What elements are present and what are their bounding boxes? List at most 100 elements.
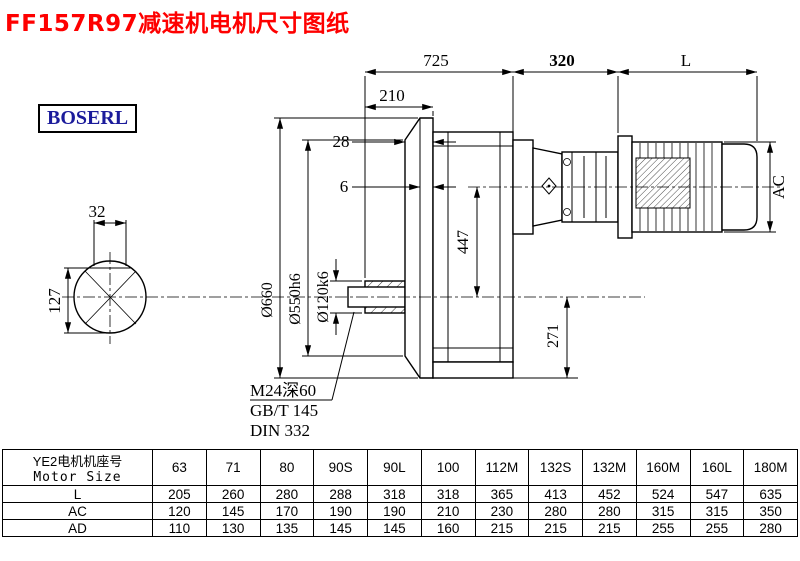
cell-AC-3: 190: [313, 502, 368, 520]
cell-AD-3: 145: [313, 519, 368, 537]
header-label-cn: YE2电机机座号: [32, 453, 123, 469]
dim-210-label: 210: [379, 86, 405, 105]
cell-AC-5: 210: [420, 502, 476, 520]
size-112M: 112M: [474, 449, 530, 486]
note-thread: M24深60: [250, 381, 316, 400]
dim-L: L: [618, 51, 757, 76]
cell-AC-4: 190: [367, 502, 422, 520]
size-132S: 132S: [528, 449, 583, 486]
cell-AD-10: 255: [689, 519, 745, 537]
cell-AD-11: 280: [743, 519, 798, 537]
cell-AC-11: 350: [743, 502, 798, 520]
brand-diamond-icon: [541, 177, 557, 195]
size-100: 100: [420, 449, 476, 486]
dim-dia120-label: Ø120k6: [315, 271, 332, 323]
cell-AC-8: 280: [582, 502, 637, 520]
size-160M: 160M: [635, 449, 691, 486]
size-71: 71: [205, 449, 261, 486]
boserl-logo: BOSERL: [38, 104, 138, 133]
cell-AC-2: 170: [259, 502, 315, 520]
dim-32: 32: [89, 202, 126, 227]
dim-dia550: Ø550h6: [287, 139, 403, 357]
cell-AC-10: 315: [689, 502, 745, 520]
cell-L-9: 524: [635, 485, 691, 503]
cell-AD-8: 215: [582, 519, 637, 537]
cell-L-5: 318: [420, 485, 476, 503]
dim-L-label: L: [681, 51, 691, 70]
cell-AC-0: 120: [152, 502, 207, 520]
cell-AC-6: 230: [474, 502, 530, 520]
cell-L-0: 205: [152, 485, 207, 503]
cell-AD-9: 255: [635, 519, 691, 537]
dim-6-label: 6: [340, 177, 349, 196]
dim-dia550-label: Ø550h6: [287, 273, 304, 325]
row-label-L: L: [2, 485, 153, 503]
table-size-row: YE2电机机座号 Motor Size 63 71 80 90S 90L 100…: [2, 449, 798, 486]
cell-AD-7: 215: [528, 519, 583, 537]
dim-32-label: 32: [89, 202, 106, 221]
header-label-en: Motor Size: [33, 469, 122, 485]
size-180M: 180M: [743, 449, 798, 486]
dim-320-label: 320: [549, 51, 575, 70]
size-132M: 132M: [582, 449, 637, 486]
motor-size-header-cell: YE2电机机座号 Motor Size: [2, 449, 153, 486]
cell-AC-9: 315: [635, 502, 691, 520]
dim-dia660: Ø660: [259, 117, 418, 379]
dim-447-label: 447: [455, 230, 472, 254]
dim-725-label: 725: [423, 51, 449, 70]
dim-320: 320: [513, 51, 618, 76]
centerlines: [62, 186, 782, 344]
dim-28-label: 28: [333, 132, 350, 151]
cell-L-4: 318: [367, 485, 422, 503]
dim-210: 210: [365, 86, 433, 111]
dim-AC-label: AC: [769, 175, 788, 199]
dim-AC: AC: [724, 141, 788, 233]
dim-271: 271: [513, 297, 578, 379]
cell-AD-6: 215: [474, 519, 530, 537]
dim-447: 447: [455, 187, 481, 297]
size-63: 63: [152, 449, 207, 486]
cell-L-10: 547: [689, 485, 745, 503]
dim-dia660-label: Ø660: [259, 282, 276, 318]
dim-28: 28: [333, 132, 456, 151]
flange-outline: [404, 117, 434, 379]
cell-AD-5: 160: [420, 519, 476, 537]
thread-spec-note: M24深60 GB/T 145 DIN 332: [250, 311, 355, 440]
cell-L-3: 288: [313, 485, 368, 503]
cell-L-11: 635: [743, 485, 798, 503]
cell-L-2: 280: [259, 485, 315, 503]
cell-AD-1: 130: [205, 519, 261, 537]
cell-L-7: 413: [528, 485, 583, 503]
dim-6: 6: [340, 177, 456, 196]
cell-AD-4: 145: [367, 519, 422, 537]
table-row-AC: AC 120 145 170 190 190 210 230 280 280 3…: [2, 502, 798, 520]
technical-drawing: 725 320 L 210 28 6 32 127 447 27: [45, 51, 788, 440]
size-90S: 90S: [313, 449, 368, 486]
cell-AC-1: 145: [205, 502, 261, 520]
table-row-L: L 205 260 280 288 318 318 365 413 452 52…: [2, 485, 798, 503]
cell-AD-0: 110: [152, 519, 207, 537]
cell-AD-2: 135: [259, 519, 315, 537]
cell-AC-7: 280: [528, 502, 583, 520]
dim-271-label: 271: [545, 324, 562, 348]
page-title: FF157R97减速机电机尺寸图纸: [5, 11, 350, 37]
dim-127: 127: [45, 267, 112, 334]
dim-extension-lines: [364, 76, 758, 278]
cell-L-1: 260: [205, 485, 261, 503]
cell-L-6: 365: [474, 485, 530, 503]
dim-dia120: Ø120k6: [315, 259, 362, 335]
dim-127-label: 127: [45, 288, 64, 314]
cell-L-8: 452: [582, 485, 637, 503]
gear-housing: [432, 131, 514, 363]
row-label-AD: AD: [2, 519, 153, 537]
fan-cover: [721, 143, 758, 231]
dim-725: 725: [365, 51, 513, 76]
table-row-AD: AD 110 130 135 145 145 160 215 215 215 2…: [2, 519, 798, 537]
motor-dimension-table: YE2电机机座号 Motor Size 63 71 80 90S 90L 100…: [2, 449, 798, 537]
mounting-foot: [432, 361, 514, 379]
size-90L: 90L: [367, 449, 422, 486]
row-label-AC: AC: [2, 502, 153, 520]
size-160L: 160L: [689, 449, 745, 486]
note-din-standard: DIN 332: [250, 421, 310, 440]
note-gb-standard: GB/T 145: [250, 401, 318, 420]
